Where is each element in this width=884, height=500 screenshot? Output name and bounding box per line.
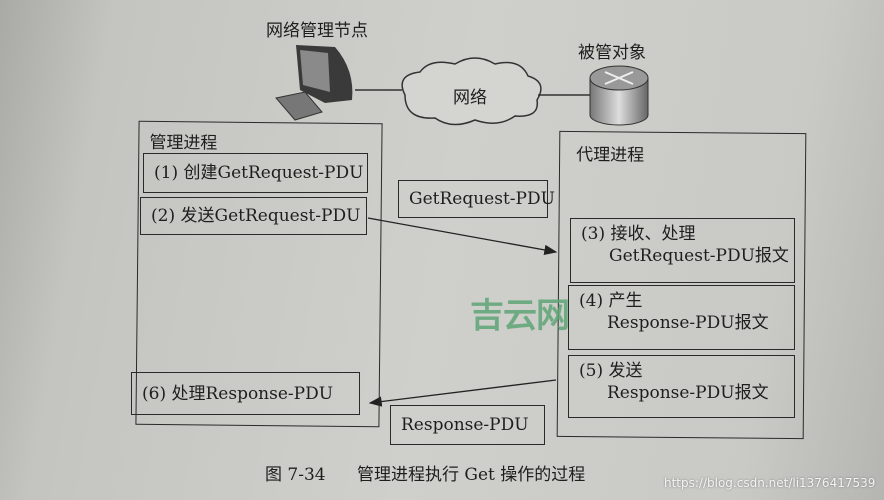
agent-step-5-line2: Response-PDU报文 <box>607 383 769 403</box>
caption-number: 图 7-34 <box>265 465 326 485</box>
manager-process-title: 管理进程 <box>149 132 218 154</box>
figure-caption: 图 7-34 管理进程执行 Get 操作的过程 <box>265 460 585 485</box>
computer-icon <box>275 45 353 121</box>
agent-step-5-line1: (5) 发送 <box>579 361 643 381</box>
site-logo-watermark: 吉云网 <box>470 296 570 336</box>
agent-step-5: (5) 发送 Response-PDU报文 <box>568 355 795 418</box>
agent-step-4: (4) 产生 Response-PDU报文 <box>568 285 795 350</box>
response-message-box: Response-PDU <box>390 405 545 445</box>
caption-text: 管理进程执行 Get 操作的过程 <box>357 465 586 485</box>
network-label: 网络 <box>453 88 487 108</box>
request-arrow <box>367 217 558 256</box>
manager-step-1: (1) 创建GetRequest-PDU <box>143 153 368 193</box>
agent-process-title: 代理进程 <box>576 145 645 166</box>
router-icon <box>589 65 649 126</box>
manager-node-label: 网络管理节点 <box>266 21 368 41</box>
managed-object-label: 被管对象 <box>578 43 646 63</box>
response-arrow <box>368 379 557 407</box>
manager-step-6: (6) 处理Response-PDU <box>131 372 360 415</box>
agent-step-4-line1: (4) 产生 <box>579 291 643 311</box>
request-message-box: GetRequest-PDU <box>398 180 555 218</box>
agent-step-4-line2: Response-PDU报文 <box>607 313 769 333</box>
agent-step-3: (3) 接收、处理 GetRequest-PDU报文 <box>570 218 795 283</box>
url-watermark: https://blog.csdn.net/li1376417539 <box>664 476 876 490</box>
agent-step-3-line1: (3) 接收、处理 <box>581 224 696 244</box>
manager-step-2: (2) 发送GetRequest-PDU <box>140 197 367 235</box>
agent-step-3-line2: GetRequest-PDU报文 <box>609 246 789 266</box>
cloud-icon <box>401 57 542 126</box>
